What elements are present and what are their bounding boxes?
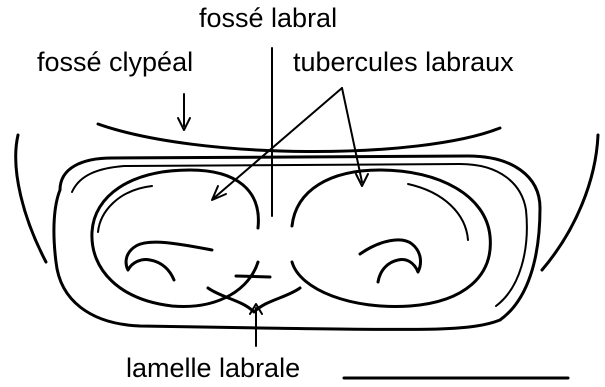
label-tubercules-labraux: tubercules labraux bbox=[293, 47, 514, 77]
left-tubercle-lobe bbox=[92, 170, 258, 306]
label-lamelle-labrale: lamelle labrale bbox=[126, 353, 300, 383]
right-tubercle-lobe bbox=[292, 170, 490, 307]
clypeus-outline bbox=[98, 124, 500, 152]
labrum-inner-rim bbox=[72, 164, 527, 306]
right-tubercle-notch bbox=[360, 240, 420, 282]
head-left-side bbox=[16, 135, 46, 262]
left-tubercle-inner-curve bbox=[98, 186, 152, 232]
head-right-side bbox=[542, 135, 598, 270]
right-tubercle-inner-curve bbox=[408, 184, 468, 240]
leader-tubercule-right bbox=[342, 88, 362, 182]
left-tubercle-notch bbox=[126, 242, 212, 280]
label-fosse-clypeal: fossé clypéal bbox=[37, 47, 193, 77]
lamella-top-dash bbox=[236, 276, 270, 277]
label-fosse-labral: fossé labral bbox=[199, 3, 337, 33]
